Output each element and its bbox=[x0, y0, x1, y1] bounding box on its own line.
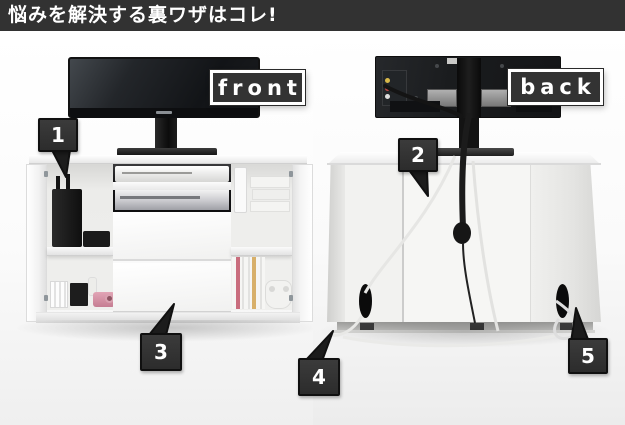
drawer-top bbox=[113, 212, 231, 261]
callout-2: 2 bbox=[398, 138, 438, 172]
white-accessory bbox=[252, 189, 290, 200]
right-shelf-board bbox=[231, 247, 292, 256]
tv-back-stand-neck bbox=[459, 118, 479, 151]
battery-charger bbox=[50, 281, 68, 308]
small-black-box bbox=[70, 283, 88, 306]
front-label-text: front bbox=[218, 75, 302, 100]
callout-1-number: 1 bbox=[51, 123, 65, 147]
modem bbox=[83, 231, 110, 247]
page-title: 悩みを解決する裏ワザはコレ! bbox=[8, 4, 278, 26]
tv-front-logo bbox=[156, 111, 172, 114]
back-cabinet-plinth-recess bbox=[337, 322, 593, 331]
router-antenna bbox=[56, 176, 60, 191]
router-antenna bbox=[66, 174, 70, 189]
front-cabinet-top bbox=[29, 155, 307, 164]
controller-button bbox=[283, 286, 289, 292]
callout-3-number: 3 bbox=[154, 340, 168, 364]
callout-2-number: 2 bbox=[411, 143, 425, 167]
back-cabinet-left-side bbox=[327, 165, 345, 322]
tv-front-stand-neck bbox=[155, 118, 177, 149]
small-bottle bbox=[88, 277, 97, 296]
dvd-player-bottom bbox=[115, 190, 229, 210]
cabinet-leg bbox=[360, 323, 374, 330]
dvd-player-top bbox=[115, 166, 229, 182]
drawer-bottom bbox=[113, 263, 231, 312]
back-cabinet-right-panel bbox=[404, 165, 531, 322]
controller-button bbox=[269, 286, 275, 292]
screw bbox=[500, 64, 504, 68]
hinge bbox=[289, 171, 293, 177]
rca-jack-yellow bbox=[385, 78, 390, 83]
game-case-red bbox=[236, 257, 240, 309]
white-accessory bbox=[250, 176, 290, 188]
callout-5: 5 bbox=[568, 338, 608, 374]
game-console bbox=[234, 167, 247, 213]
front-label: front bbox=[210, 70, 305, 105]
callout-1: 1 bbox=[38, 118, 78, 152]
cable-hole-left bbox=[359, 284, 372, 318]
back-label: back bbox=[508, 69, 603, 105]
header-bar: 悩みを解決する裏ワザはコレ! bbox=[0, 0, 625, 31]
mount-bracket-right bbox=[481, 89, 511, 107]
front-cabinet-right-door bbox=[292, 164, 313, 322]
left-shelf-board bbox=[47, 247, 113, 256]
tv-front-stand-base bbox=[117, 148, 217, 156]
callout-3: 3 bbox=[140, 333, 182, 371]
callout-4: 4 bbox=[298, 358, 340, 396]
dvd-player-slot bbox=[122, 172, 192, 174]
white-accessory bbox=[250, 201, 290, 212]
tv-mount-column bbox=[457, 58, 481, 118]
rca-jack-red bbox=[385, 86, 390, 91]
game-case-yellow bbox=[252, 257, 256, 309]
dvd-player-slot bbox=[120, 196, 200, 199]
screw bbox=[414, 96, 418, 100]
back-cabinet-left-panel bbox=[345, 165, 404, 322]
hinge bbox=[289, 295, 293, 301]
hinge bbox=[44, 171, 48, 177]
callout-4-number: 4 bbox=[312, 365, 326, 389]
wifi-router bbox=[52, 189, 82, 247]
tv-back-recess bbox=[390, 101, 440, 112]
back-label-text: back bbox=[520, 75, 596, 99]
screw bbox=[435, 64, 439, 68]
callout-5-number: 5 bbox=[581, 344, 595, 368]
back-cabinet-baseline bbox=[333, 330, 595, 333]
game-controller bbox=[265, 280, 292, 309]
tv-back-recess bbox=[516, 101, 552, 112]
cable-hole-right bbox=[556, 284, 569, 318]
media-bay-shelf bbox=[113, 182, 231, 190]
hinge bbox=[44, 295, 48, 301]
rca-jack-white bbox=[385, 94, 390, 99]
